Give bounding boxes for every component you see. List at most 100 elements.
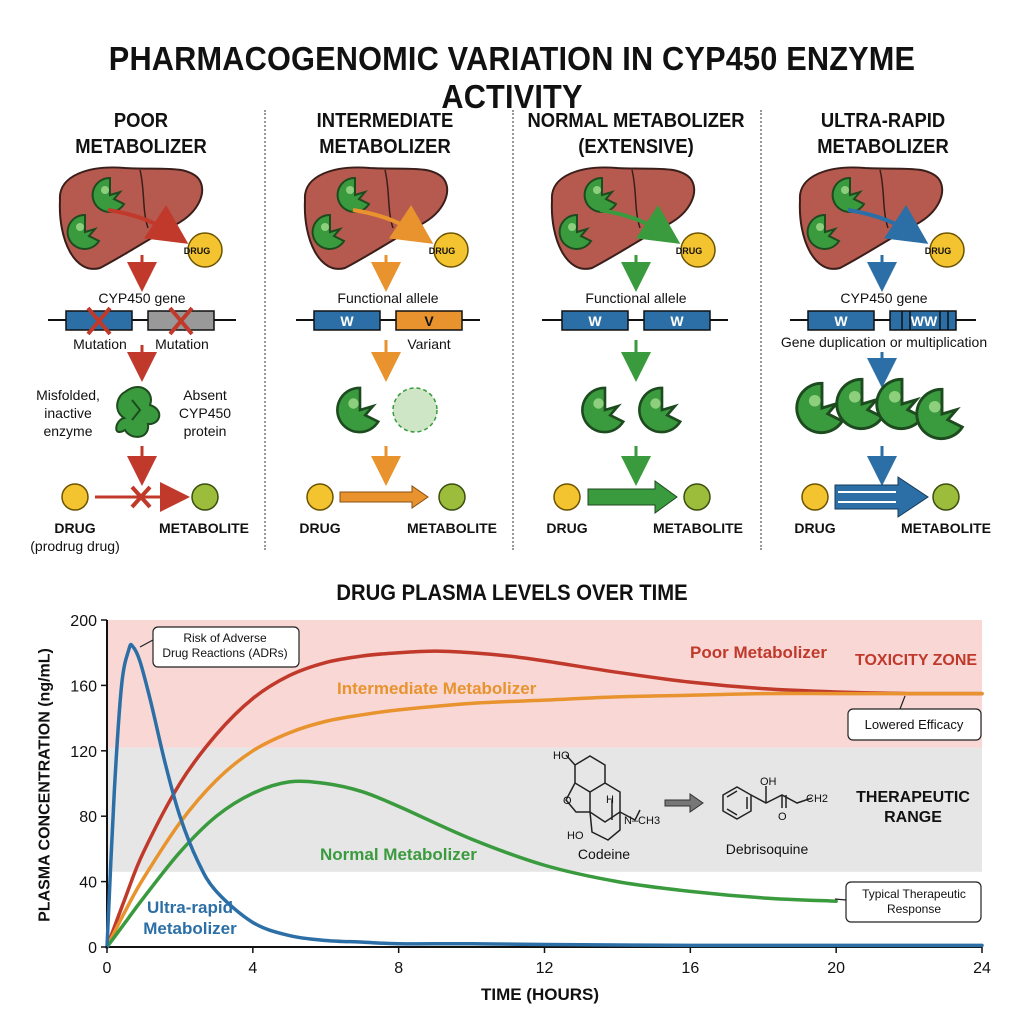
lowered-efficacy-callout: Lowered Efficacy <box>864 717 964 732</box>
debrisoquine-structure <box>722 786 813 820</box>
x-tick-label: 8 <box>394 960 403 977</box>
ultra-series-label-line2: Metabolizer <box>143 919 237 938</box>
codeine-label-ho: HO <box>553 750 570 762</box>
column-divider <box>512 110 514 550</box>
normal-series-label: Normal Metabolizer <box>320 845 477 864</box>
drug-badge-label: DRUG <box>428 246 456 256</box>
ultra-gene-bar <box>790 310 976 331</box>
drug-badge-label: DRUG <box>183 246 211 256</box>
zone-band <box>107 747 982 872</box>
poor-gene-bar <box>48 306 236 336</box>
conversion-arrow <box>834 476 929 518</box>
metabolite-dot <box>932 483 960 511</box>
heading-line: METABOLIZER <box>319 136 451 158</box>
ultra-liver-icon <box>798 166 944 270</box>
x-tick-label: 20 <box>827 960 845 977</box>
series-line <box>105 779 838 949</box>
chart-title: DRUG PLASMA LEVELS OVER TIME <box>336 580 688 605</box>
allele-label: W <box>834 313 848 329</box>
drug-label: DRUG <box>54 520 96 536</box>
drug-label: DRUG <box>299 520 341 536</box>
drug-label: DRUG <box>794 520 836 536</box>
heading-line: METABOLIZER <box>75 136 207 158</box>
normal-gene-bar <box>542 310 728 331</box>
metabolite-dot <box>191 483 219 511</box>
codeine-label-o: O <box>563 795 572 807</box>
debrisoquine-label: Debrisoquine <box>725 841 809 857</box>
mutation-label: Mutation <box>155 336 209 352</box>
speed-lines <box>838 491 896 503</box>
debrisoquine-label-ch2: CH2 <box>806 793 829 805</box>
normal-metabolizer-heading: NORMAL METABOLIZER (EXTENSIVE) <box>521 108 751 160</box>
column-divider <box>264 110 266 550</box>
drug-dot <box>61 483 89 511</box>
poor-drug-badge <box>187 232 223 268</box>
series-line <box>105 691 984 949</box>
adr-callout-box <box>152 626 300 668</box>
y-tick-label: 80 <box>79 809 97 826</box>
metabolite-label: METABOLITE <box>407 520 497 536</box>
conversion-arrow-icon <box>664 793 704 813</box>
codeine-structure <box>565 754 641 841</box>
ultra-series-label-line1: Ultra-rapid <box>147 898 233 917</box>
y-tick-label: 200 <box>70 613 97 630</box>
x-tick-label: 4 <box>248 960 257 977</box>
codeine-label-n: N–CH3 <box>624 815 661 827</box>
drug-badge-label: DRUG <box>924 246 952 256</box>
allele-label: W <box>670 313 684 329</box>
allele-label: V <box>424 313 434 329</box>
callout-line: Risk of Adverse <box>183 631 267 645</box>
poor-metabolizer-heading: POOR METABOLIZER <box>26 108 256 160</box>
x-tick-label: 12 <box>536 960 554 977</box>
y-tick-label: 160 <box>70 678 97 695</box>
x-tick-label: 0 <box>103 960 112 977</box>
drug-badge-label: DRUG <box>675 246 703 256</box>
therapeutic-response-callout: Typical Therapeutic Response <box>862 887 966 917</box>
x-tick-label: 16 <box>681 960 699 977</box>
y-tick-label: 0 <box>88 940 97 957</box>
normal-drug-badge <box>680 232 716 268</box>
variant-label: Variant <box>407 336 451 352</box>
metabolite-dot <box>683 483 711 511</box>
drug-dot <box>553 483 581 511</box>
series-line <box>105 649 984 949</box>
mutation-label: Mutation <box>73 336 127 352</box>
debrisoquine-label-o: O <box>778 811 787 823</box>
y-tick-label: 40 <box>79 875 97 892</box>
page-title: PHARMACOGENOMIC VARIATION IN CYP450 ENZY… <box>108 40 916 115</box>
intermediate-liver-icon <box>303 166 449 270</box>
callout-line: Drug Reactions (ADRs) <box>162 646 288 660</box>
adr-callout: Risk of Adverse Drug Reactions (ADRs) <box>162 631 287 661</box>
metabolite-label: METABOLITE <box>653 520 743 536</box>
metabolite-dot <box>438 483 466 511</box>
intermediate-drug-badge <box>433 232 469 268</box>
callout-pointer <box>834 898 847 901</box>
heading-line: ULTRA-RAPID <box>820 110 946 132</box>
ultra-rapid-metabolizer-heading: ULTRA-RAPID METABOLIZER <box>768 108 998 160</box>
therapeutic-range-label-line1: THERAPEUTIC <box>856 789 970 806</box>
toxicity-zone-label: TOXICITY ZONE <box>855 652 978 669</box>
normal-liver-icon <box>550 166 696 270</box>
intermediate-gene-bar <box>296 310 480 331</box>
metabolite-label: METABOLITE <box>159 520 249 536</box>
efficacy-callout-box <box>847 708 982 741</box>
therapeutic-range-label-line2: RANGE <box>884 809 942 826</box>
intermediate-metabolizer-heading: INTERMEDIATE METABOLIZER <box>270 108 500 160</box>
poor-series-label: Poor Metabolizer <box>690 643 827 662</box>
response-callout-box <box>845 881 982 923</box>
drug-dot <box>306 483 334 511</box>
codeine-label: Codeine <box>577 846 631 862</box>
gene-label: Functional allele <box>337 290 439 306</box>
conversion-arrow <box>339 485 429 509</box>
codeine-label-ho2: HO <box>567 830 584 842</box>
series-line <box>105 642 984 949</box>
allele-label: W <box>588 313 602 329</box>
metabolite-label: METABOLITE <box>901 520 991 536</box>
callout-pointer <box>139 639 154 648</box>
column-divider <box>760 110 762 550</box>
x-axis-label: TIME (HOURS) <box>480 985 600 1004</box>
allele-label: WW <box>910 313 938 329</box>
gene-label: CYP450 gene <box>840 290 928 306</box>
drug-label: DRUG <box>546 520 588 536</box>
